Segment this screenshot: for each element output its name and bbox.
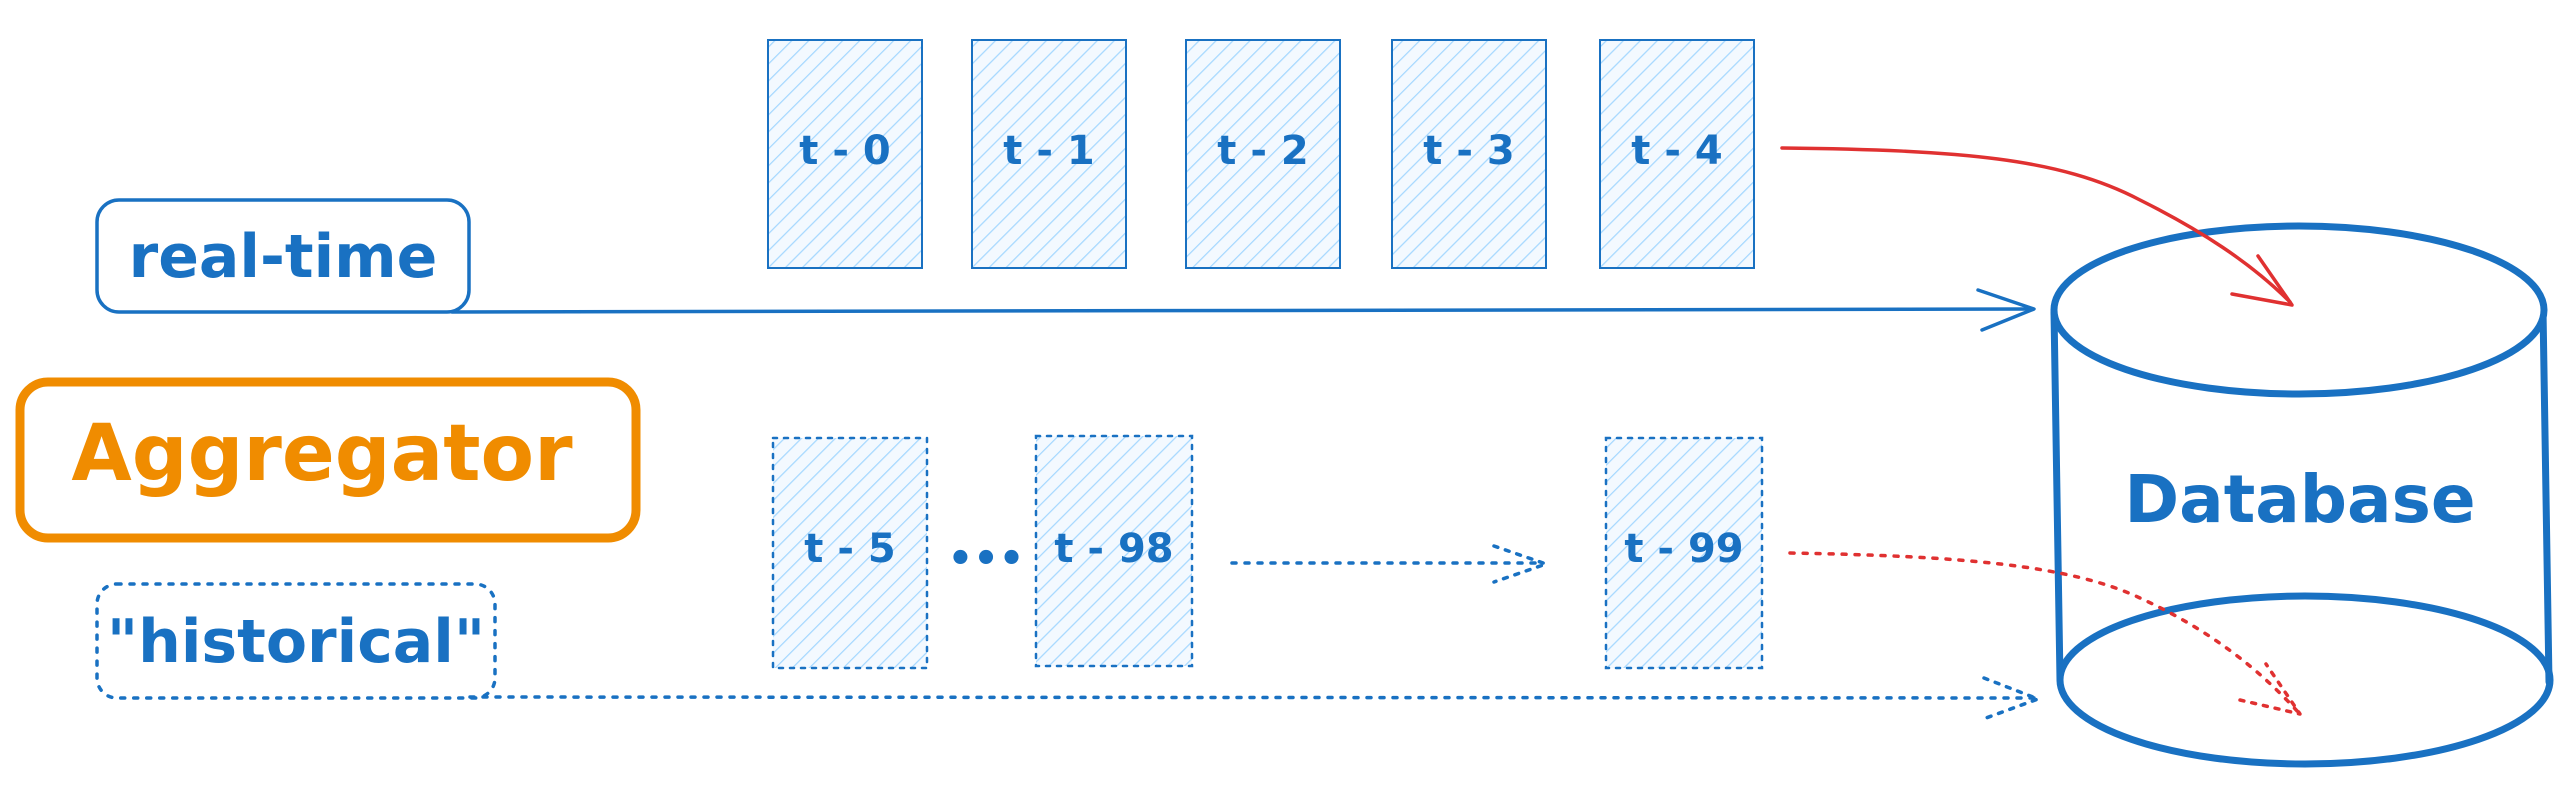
historical-frame-5: t - 5 (771, 436, 929, 670)
realtime-frame-0-label: t - 0 (799, 128, 890, 174)
historical-frame-98-label: t - 98 (1054, 526, 1173, 572)
historical-ingest-arrow (1788, 551, 2302, 716)
historical-label: "historical" (107, 607, 485, 677)
realtime-arrow (450, 288, 2036, 332)
aggregator-label: Aggregator (71, 409, 573, 499)
realtime-frame-0: t - 0 (767, 39, 923, 269)
historical-frame-98: t - 98 (1034, 434, 1194, 668)
historical-frame-99-label: t - 99 (1624, 526, 1743, 572)
realtime-frame-1: t - 1 (971, 39, 1127, 269)
historical-frame-5-label: t - 5 (804, 526, 895, 572)
database-cylinder: Database (2050, 222, 2554, 768)
gap-arrow (1230, 544, 1548, 584)
realtime-frame-1-label: t - 1 (1003, 128, 1094, 174)
historical-frame-99: t - 99 (1604, 436, 1764, 670)
realtime-frame-3-label: t - 3 (1423, 128, 1514, 174)
realtime-frame-2-label: t - 2 (1217, 128, 1308, 174)
realtime-frame-4: t - 4 (1599, 39, 1755, 269)
ellipsis: ••• (948, 536, 1025, 582)
aggregator-box: Aggregator (15, 377, 641, 543)
historical-arrow (468, 676, 2040, 720)
realtime-frame-2: t - 2 (1185, 39, 1341, 269)
realtime-label: real-time (129, 222, 438, 292)
historical-label-box: "historical" (95, 582, 497, 700)
realtime-frame-4-label: t - 4 (1631, 128, 1722, 174)
realtime-label-box: real-time (95, 198, 471, 314)
realtime-frame-3: t - 3 (1391, 39, 1547, 269)
database-label: Database (2124, 461, 2475, 538)
realtime-ingest-arrow (1780, 146, 2294, 307)
